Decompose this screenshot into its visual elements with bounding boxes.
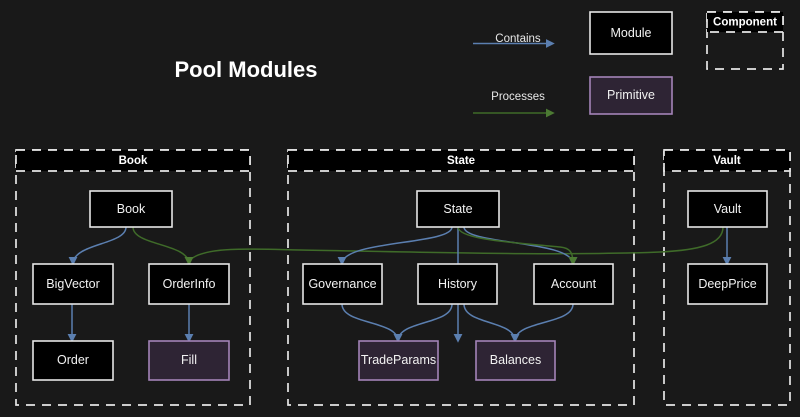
node-order-rect[interactable] <box>32 340 114 381</box>
edge-state-to-account-processes <box>457 226 578 266</box>
node-tradeparams-rect[interactable] <box>358 340 439 381</box>
node-tradeparams-label: TradeParams <box>361 353 436 367</box>
group-state-box <box>287 149 635 406</box>
node-state[interactable]: State <box>416 190 500 228</box>
node-account[interactable]: Account <box>533 263 614 305</box>
node-book-label: Book <box>117 202 146 216</box>
group-state: State <box>287 149 635 406</box>
group-state-header <box>287 149 635 172</box>
group-book: Book <box>15 149 251 406</box>
node-bigvector-label: BigVector <box>46 277 100 291</box>
node-book-rect[interactable] <box>89 190 173 228</box>
page-title: Pool Modules <box>175 57 318 82</box>
node-governance-label: Governance <box>308 277 376 291</box>
group-state-label: State <box>447 155 475 167</box>
node-history-rect[interactable] <box>417 263 498 305</box>
legend-processes-label: Processes <box>491 91 545 103</box>
node-fill-rect[interactable] <box>148 340 230 381</box>
group-book-label: Book <box>119 155 148 167</box>
edge-account-to-balances <box>510 303 574 343</box>
edge-history-to-balances <box>463 303 520 343</box>
legend-primitive-label: Primitive <box>607 88 655 102</box>
edge-book-to-bigvector <box>68 226 127 266</box>
node-order-label: Order <box>57 353 89 367</box>
node-history[interactable]: History <box>417 263 498 305</box>
node-account-label: Account <box>551 277 597 291</box>
node-book[interactable]: Book <box>89 190 173 228</box>
node-deepprice[interactable]: DeepPrice <box>687 263 768 305</box>
group-vault-label: Vault <box>713 155 741 167</box>
edge-governance-to-tradeparams <box>341 303 403 343</box>
legend-module-label: Module <box>611 26 652 40</box>
node-governance-rect[interactable] <box>302 263 383 305</box>
edge-state-to-governance <box>337 226 453 266</box>
node-orderinfo-label: OrderInfo <box>163 277 216 291</box>
group-vault-header <box>663 149 791 172</box>
node-governance[interactable]: Governance <box>302 263 383 305</box>
edge-vault-to-orderinfo <box>184 226 724 266</box>
legend-contains-label: Contains <box>495 33 541 45</box>
node-vault-label: Vault <box>714 202 742 216</box>
node-order[interactable]: Order <box>32 340 114 381</box>
node-account-rect[interactable] <box>533 263 614 305</box>
node-tradeparams[interactable]: TradeParams <box>358 340 439 381</box>
edge-layer <box>67 226 732 343</box>
node-state-label: State <box>443 202 472 216</box>
group-vault: Vault <box>663 149 791 406</box>
legend-component-header <box>706 11 784 33</box>
edge-state-to-account <box>463 226 578 266</box>
legend-primitive-box <box>589 76 673 115</box>
node-orderinfo[interactable]: OrderInfo <box>148 263 230 305</box>
node-balances-rect[interactable] <box>475 340 556 381</box>
group-book-header <box>15 149 251 172</box>
node-bigvector-rect[interactable] <box>32 263 114 305</box>
node-orderinfo-rect[interactable] <box>148 263 230 305</box>
node-vault-rect[interactable] <box>687 190 768 228</box>
node-fill[interactable]: Fill <box>148 340 230 381</box>
node-bigvector[interactable]: BigVector <box>32 263 114 305</box>
node-balances[interactable]: Balances <box>475 340 556 381</box>
node-history-label: History <box>438 277 478 291</box>
node-state-rect[interactable] <box>416 190 500 228</box>
legend-module-box <box>589 11 673 55</box>
node-vault[interactable]: Vault <box>687 190 768 228</box>
node-deepprice-rect[interactable] <box>687 263 768 305</box>
edge-book-to-orderinfo <box>132 226 194 266</box>
node-balances-label: Balances <box>490 353 541 367</box>
node-fill-label: Fill <box>181 353 197 367</box>
edge-history-to-tradeparams <box>393 303 453 343</box>
node-deepprice-label: DeepPrice <box>698 277 756 291</box>
legend-component-label: Component <box>713 17 777 29</box>
